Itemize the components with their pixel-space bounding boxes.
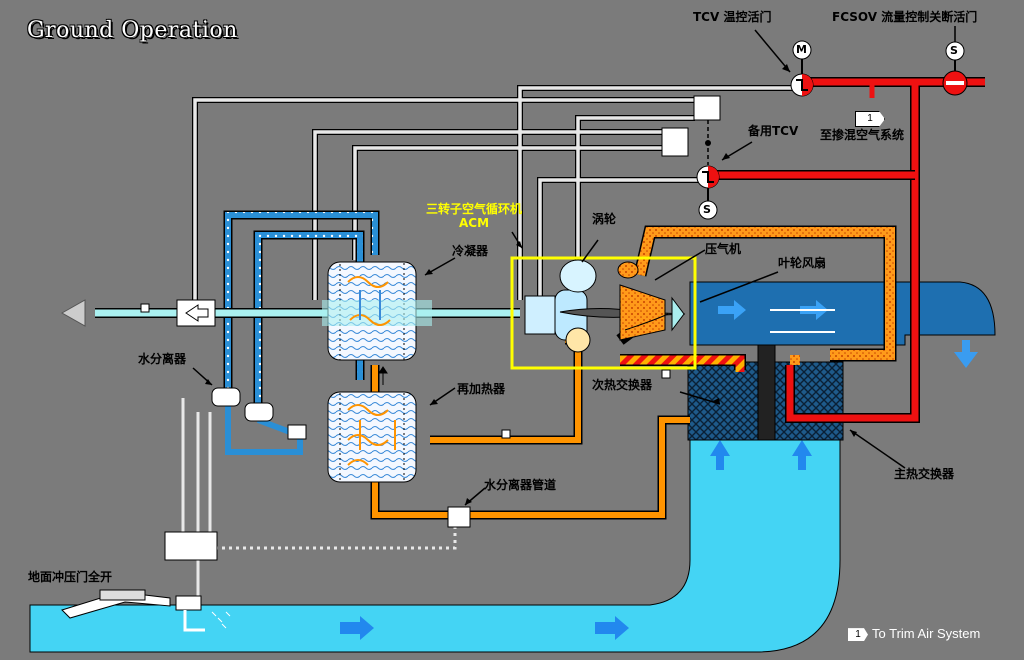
acm-highlight-box	[510, 256, 697, 370]
tcv-valve	[790, 40, 814, 97]
fcsov-label: FCSOV 流量控制关断活门	[832, 10, 978, 24]
diagram-title: Ground Operation	[27, 18, 238, 43]
solenoid-symbol-standby: S	[703, 203, 711, 216]
ram-door-actuator	[61, 589, 231, 632]
ram-air-duct	[29, 439, 841, 653]
actuator-box-1	[693, 95, 721, 121]
standby-tcv-label: 备用TCV	[748, 124, 799, 138]
water-separator-label: 水分离器	[138, 352, 187, 366]
water-sep-duct-box	[447, 506, 471, 528]
tcv-label: TCV 温控活门	[693, 10, 772, 24]
reheater-label: 再加热器	[457, 382, 506, 396]
water-separator-2	[244, 402, 274, 422]
legend-text: To Trim Air System	[872, 626, 981, 641]
motor-symbol: M	[796, 43, 807, 56]
mix-tag: 1	[855, 111, 885, 127]
primary-hx-label: 主热交换器	[894, 467, 955, 481]
compressor-label: 压气机	[705, 242, 742, 256]
secondary-hx-label: 次热交换器	[592, 378, 653, 392]
acm-label-line2: ACM	[458, 216, 490, 230]
fan-label: 叶轮风扇	[778, 256, 827, 270]
acm-machine	[524, 259, 686, 353]
acm-label: 三转子空气循环机 ACM	[418, 202, 530, 230]
acm-label-line1: 三转子空气循环机	[425, 202, 522, 216]
actuator-box-2	[661, 127, 689, 157]
fcsov-valve	[942, 41, 968, 96]
water-separator-1	[211, 387, 241, 407]
condenser-label: 冷凝器	[452, 244, 489, 258]
drain-box	[164, 531, 218, 561]
turbine-label: 涡轮	[592, 212, 617, 226]
legend: 1 To Trim Air System	[848, 626, 981, 642]
solenoid-symbol-fcsov: S	[950, 44, 958, 57]
ram-door-label: 地面冲压门全开	[28, 570, 113, 584]
reheater	[327, 391, 417, 483]
condenser	[322, 261, 432, 361]
ram-flow-arrows	[340, 440, 812, 640]
mix-label: 至掺混空气系统	[820, 128, 905, 142]
water-sep-duct-label: 水分离器管道	[484, 478, 557, 492]
legend-tag: 1	[848, 628, 868, 642]
secondary-hx-core	[687, 361, 759, 441]
standby-tcv-valve	[696, 165, 720, 220]
